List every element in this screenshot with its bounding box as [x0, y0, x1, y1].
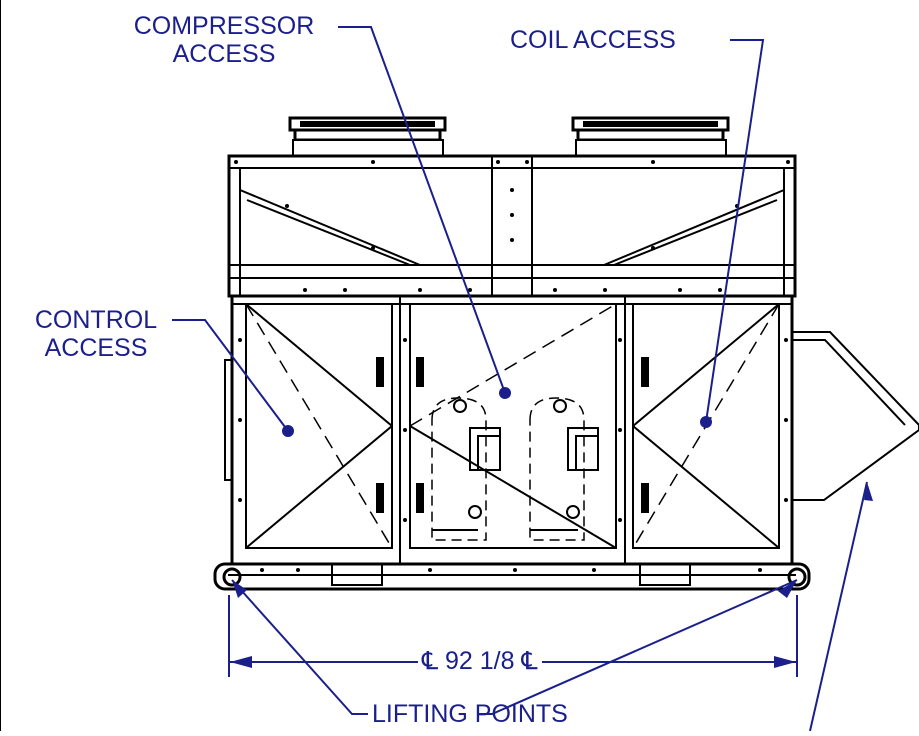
leader-markers: [230, 387, 873, 668]
rooftop-unit: [213, 116, 919, 591]
compressor-access-label: COMPRESSOR ACCESS: [108, 12, 340, 68]
compressor-access-line2: ACCESS: [172, 40, 276, 68]
fastener-dots: [234, 160, 790, 572]
compressors: [431, 397, 585, 541]
panel-handles: [376, 357, 649, 513]
compressor-leader: [338, 26, 506, 394]
dimension-value: 92 1/8: [445, 647, 515, 675]
lower-section: [230, 294, 794, 566]
control-leader: [172, 319, 289, 432]
leader-lines: [172, 26, 868, 732]
lifting-hole-right: [787, 567, 807, 587]
coil-leader: [705, 39, 765, 423]
dimension-label: ℄ 92 1/8 ℄: [418, 647, 542, 675]
lifting-leader-left: [231, 579, 368, 715]
base-rail: [213, 562, 811, 591]
lifting-points-label: LIFTING POINTS: [372, 700, 568, 728]
compressor-access-line1: COMPRESSOR: [133, 12, 315, 40]
center-post: [491, 155, 533, 297]
compressor-access-panel: [409, 303, 617, 549]
fan-motor-left: [288, 116, 447, 157]
centerline-symbol-right: ℄: [521, 647, 538, 675]
control-access-line1: CONTROL: [34, 306, 158, 334]
coil-access-label: COIL ACCESS: [510, 26, 676, 54]
fan-motor-right: [571, 116, 730, 157]
lifting-leader-right: [478, 579, 798, 715]
control-access-label: CONTROL ACCESS: [20, 306, 172, 362]
hood-leader: [809, 481, 868, 732]
lifting-hole-left: [222, 567, 242, 587]
centerline-symbol-left: ℄: [422, 647, 439, 675]
side-hood: [792, 331, 919, 501]
control-access-line2: ACCESS: [44, 334, 148, 362]
